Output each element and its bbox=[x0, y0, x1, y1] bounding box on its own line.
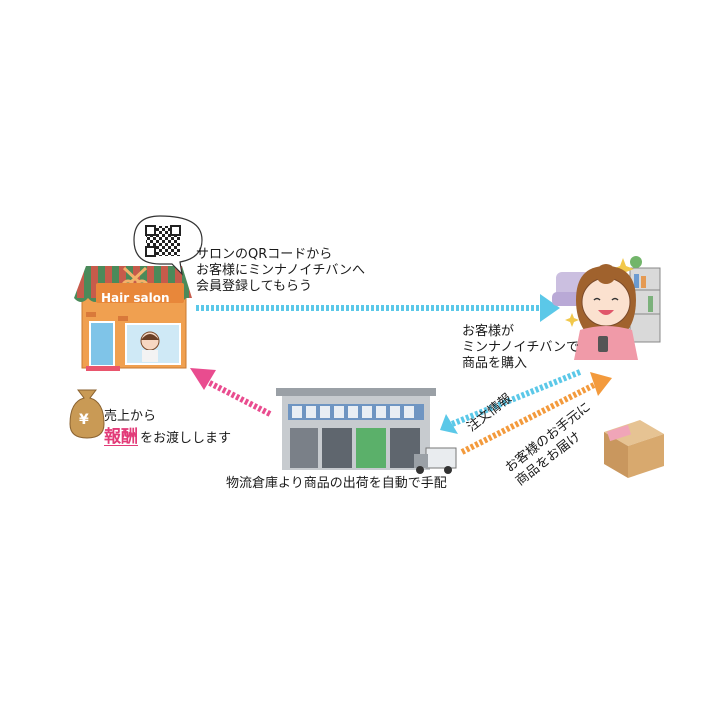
customer-caption-line: お客様が bbox=[462, 324, 579, 340]
qr-caption: サロンのQRコードから お客様にミンナノイチバンへ 会員登録してもらう bbox=[196, 247, 365, 295]
salon-sign-text: Hair salon bbox=[101, 291, 170, 305]
warehouse-caption: 物流倉庫より商品の出荷を自動で手配 bbox=[226, 476, 447, 492]
yen-symbol: ¥ bbox=[79, 412, 89, 428]
customer-caption-line: 商品を購入 bbox=[462, 356, 579, 372]
reward-caption: 売上から 報酬 をお渡しします bbox=[104, 409, 231, 447]
qr-caption-line: 会員登録してもらう bbox=[196, 279, 365, 295]
reward-line1: 売上から bbox=[104, 409, 231, 425]
customer-caption: お客様が ミンナノイチバンで 商品を購入 bbox=[462, 324, 579, 372]
qr-caption-line: お客様にミンナノイチバンへ bbox=[196, 263, 365, 279]
hair-salon-illustration bbox=[74, 266, 192, 371]
qr-code-bubble bbox=[134, 216, 202, 274]
warehouse-illustration bbox=[276, 388, 456, 474]
reward-line2-rest: をお渡しします bbox=[140, 431, 231, 447]
registration-arrow bbox=[196, 294, 560, 322]
reward-arrow bbox=[190, 368, 270, 414]
reward-highlight: 報酬 bbox=[104, 429, 138, 445]
qr-caption-line: サロンのQRコードから bbox=[196, 247, 365, 263]
customer-caption-line: ミンナノイチバンで bbox=[462, 340, 579, 356]
package-box bbox=[604, 420, 664, 478]
